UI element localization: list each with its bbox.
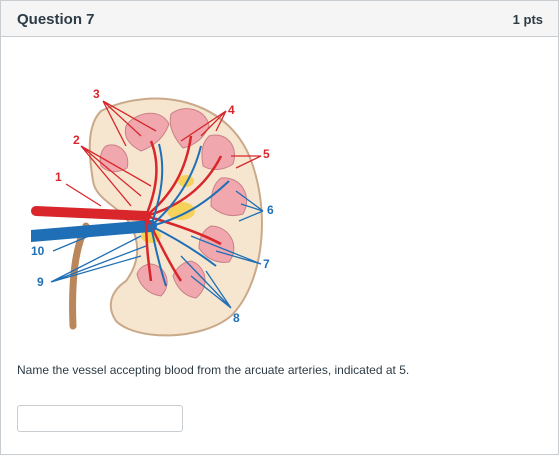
question-prompt: Name the vessel accepting blood from the… bbox=[17, 363, 410, 377]
vein-branch-1 bbox=[150, 143, 164, 227]
label-4: 4 bbox=[228, 103, 235, 117]
pyramid-6 bbox=[172, 260, 206, 299]
label-9: 9 bbox=[37, 275, 44, 289]
fat-1 bbox=[167, 202, 195, 220]
label-3: 3 bbox=[93, 87, 100, 101]
ureter bbox=[69, 222, 90, 330]
artery-branch-1 bbox=[144, 140, 158, 217]
pyramid-2 bbox=[169, 108, 210, 149]
leader-9 bbox=[50, 235, 147, 283]
label-7: 7 bbox=[263, 257, 270, 271]
leader-6 bbox=[235, 190, 264, 222]
label-6: 6 bbox=[267, 203, 274, 217]
pyramid-1 bbox=[124, 112, 170, 152]
artery-branch-4 bbox=[145, 214, 222, 246]
pyramid-3 bbox=[201, 134, 235, 170]
answer-input[interactable] bbox=[17, 405, 183, 432]
question-header: Question 7 1 pts bbox=[1, 1, 558, 37]
leader-4 bbox=[180, 110, 227, 142]
leader-2 bbox=[80, 145, 152, 207]
leader-10 bbox=[52, 230, 102, 252]
leader-8 bbox=[180, 255, 232, 309]
label-1: 1 bbox=[55, 170, 62, 184]
renal-artery bbox=[31, 206, 151, 221]
artery-branch-2 bbox=[145, 135, 193, 217]
vein-branch-5 bbox=[150, 225, 167, 287]
artery-branch-6 bbox=[144, 215, 153, 282]
label-5: 5 bbox=[263, 147, 270, 161]
label-8: 8 bbox=[233, 311, 240, 325]
artery-branch-5 bbox=[144, 215, 183, 282]
question-title: Question 7 bbox=[17, 11, 95, 28]
artery-branch-3 bbox=[145, 155, 223, 218]
label-10: 10 bbox=[31, 244, 45, 258]
vein-branch-4 bbox=[150, 225, 217, 267]
leader-3 bbox=[102, 100, 157, 147]
pyramid-4 bbox=[210, 177, 248, 217]
leader-1 bbox=[65, 183, 102, 207]
renal-vein bbox=[31, 220, 157, 242]
leader-5 bbox=[231, 155, 262, 169]
kidney-diagram: 3 4 2 5 1 6 10 7 9 8 bbox=[31, 87, 274, 337]
question-points: 1 pts bbox=[512, 12, 543, 27]
label-2: 2 bbox=[73, 133, 80, 147]
vein-branch-2 bbox=[150, 145, 202, 227]
leader-7 bbox=[190, 235, 262, 265]
vein-branch-3 bbox=[150, 180, 230, 227]
